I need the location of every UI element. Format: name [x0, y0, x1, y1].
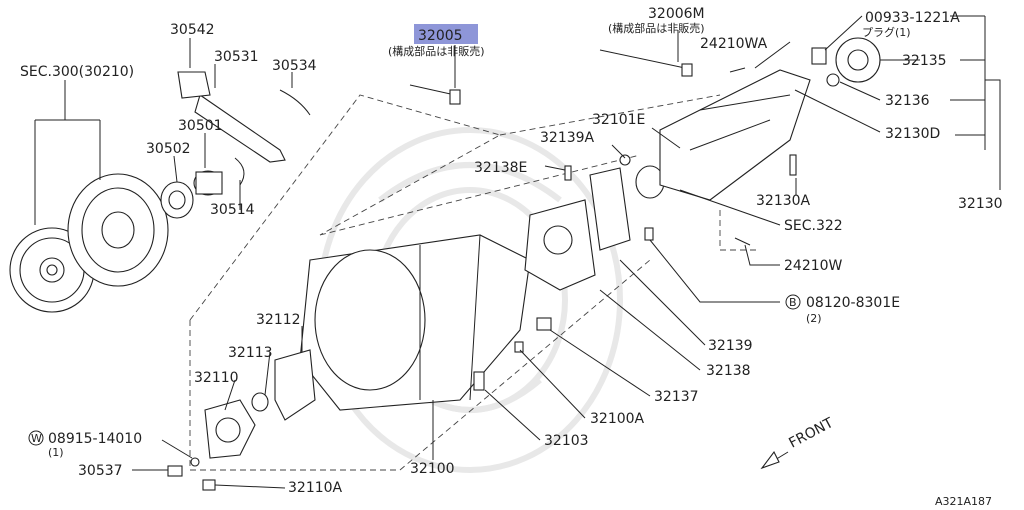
breather-32103: [473, 371, 485, 391]
label-24210W[interactable]: 24210W: [784, 258, 843, 274]
label-32110[interactable]: 32110: [194, 370, 239, 386]
label-30542[interactable]: 30542: [170, 22, 215, 38]
label-08120[interactable]: 08120-8301E: [806, 295, 900, 311]
label-32100[interactable]: 32100: [410, 461, 455, 477]
label-32112[interactable]: 32112: [256, 312, 301, 328]
nut-32136: [826, 73, 840, 87]
label-32101E[interactable]: 32101E: [592, 112, 645, 128]
front-cover: [204, 399, 256, 459]
circle-w-letter: W: [31, 432, 42, 445]
sensor-32005: [449, 89, 461, 105]
clip-24210WA: [729, 67, 746, 73]
part-highlight: [414, 24, 478, 44]
circle-w-icon: [28, 430, 44, 446]
diagram-id: A321A187: [935, 495, 992, 508]
part-labels: SEC.300(30210) 30542 30531 30534 30501 3…: [20, 6, 1003, 508]
label-30514[interactable]: 30514: [210, 202, 255, 218]
label-00933[interactable]: 00933-1221A: [865, 10, 960, 26]
washer-08915: [190, 457, 200, 467]
label-24210WA[interactable]: 24210WA: [700, 36, 768, 52]
label-32113[interactable]: 32113: [228, 345, 273, 361]
rear-extension: [659, 69, 811, 201]
clutch-disc: [9, 227, 95, 313]
label-32138[interactable]: 32138: [706, 363, 751, 379]
alignment-lines: [189, 94, 760, 471]
label-32103[interactable]: 32103: [544, 433, 589, 449]
bolt-32130A: [789, 154, 797, 176]
cover-gasket: [274, 349, 316, 421]
bolt-32110A: [202, 479, 216, 491]
plug-32100A: [514, 341, 524, 353]
label-08915[interactable]: 08915-14010: [48, 431, 142, 447]
withdrawal-lever: [177, 71, 286, 163]
front-arrow-icon: [760, 450, 789, 470]
bolt-30537: [167, 465, 183, 477]
oil-seal: [251, 392, 269, 412]
label-32139A[interactable]: 32139A: [540, 130, 595, 146]
bearing-sleeve: [193, 170, 223, 196]
front-label: FRONT: [786, 415, 836, 452]
label-32139[interactable]: 32139: [708, 338, 753, 354]
clip-24210W: [734, 237, 751, 246]
label-32138E[interactable]: 32138E: [474, 160, 527, 176]
label-32135[interactable]: 32135: [902, 53, 947, 69]
plug-part: [811, 47, 827, 65]
note-32006M: (構成部品は非販売): [608, 21, 705, 35]
sensor-harness-32005: [409, 84, 456, 96]
pressure-plate: [67, 173, 169, 287]
adapter-gasket: [589, 167, 631, 251]
label-30502[interactable]: 30502: [146, 141, 191, 157]
label-32005[interactable]: 32005: [418, 28, 463, 44]
label-32110A[interactable]: 32110A: [288, 480, 343, 496]
label-32136[interactable]: 32136: [885, 93, 930, 109]
switch-32137: [536, 317, 552, 331]
label-32137[interactable]: 32137: [654, 389, 699, 405]
bolt-32139A: [619, 154, 631, 166]
label-30501[interactable]: 30501: [178, 118, 223, 134]
bolt-08120: [644, 227, 654, 241]
adapter-plate: [524, 199, 596, 291]
transmission-case: [299, 234, 531, 411]
label-plug: プラグ(1): [862, 25, 911, 39]
label-32006M[interactable]: 32006M: [648, 6, 705, 22]
sensor-32006M: [681, 63, 693, 77]
label-sec300[interactable]: SEC.300(30210): [20, 64, 134, 80]
label-32100A[interactable]: 32100A: [590, 411, 645, 427]
leader-lines: [34, 15, 1001, 489]
label-32130A[interactable]: 32130A: [756, 193, 811, 209]
label-32130[interactable]: 32130: [958, 196, 1003, 212]
label-32130D[interactable]: 32130D: [885, 126, 940, 142]
note-32005: (構成部品は非販売): [388, 44, 485, 58]
return-spring: [279, 89, 311, 116]
qty-08915: (1): [48, 446, 64, 459]
label-sec322[interactable]: SEC.322: [784, 218, 843, 234]
retaining-clip: [234, 157, 245, 186]
release-bearing: [160, 181, 194, 219]
circle-b-letter: B: [789, 296, 797, 309]
qty-08120: (2): [806, 312, 822, 325]
circle-b-icon: [785, 294, 801, 310]
oil-seal-rear: [835, 37, 881, 83]
label-30534[interactable]: 30534: [272, 58, 317, 74]
label-30537[interactable]: 30537: [78, 463, 123, 479]
bolt-32138E: [564, 165, 572, 181]
label-30531[interactable]: 30531: [214, 49, 259, 65]
sensor-harness-32006M: [599, 49, 686, 69]
